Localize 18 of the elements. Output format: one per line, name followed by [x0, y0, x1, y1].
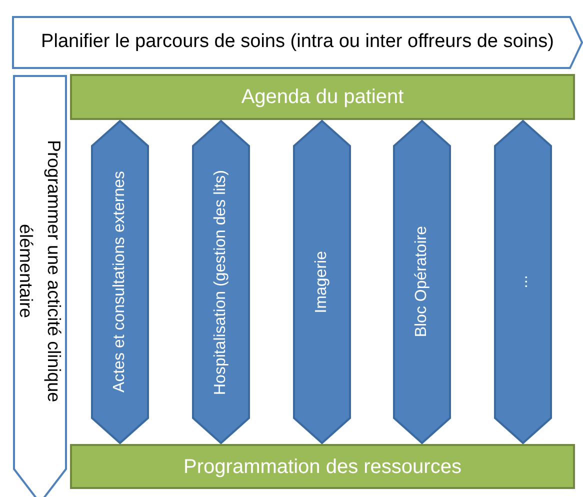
hexagon-column: [293, 120, 351, 444]
pentagon-banner: [12, 16, 583, 69]
bar-label: Programmation des ressources: [184, 454, 462, 480]
column-label: ...: [513, 275, 532, 289]
column-label: Imagerie: [312, 250, 331, 314]
banner-bar: [70, 444, 575, 489]
banner-bar: [70, 74, 575, 120]
column-label: Actes et consultations externes: [110, 171, 129, 393]
hexagon-column: [192, 120, 250, 444]
pentagon-banner: [13, 75, 67, 497]
hexagon-column: [91, 120, 149, 444]
banner-label: Programmer une acticité clinique élémentaire: [15, 138, 65, 404]
bar-label: Agenda du patient: [241, 85, 404, 110]
banner-label: Planifier le parcours de soins (intra ou inter offreurs de soins): [41, 30, 554, 54]
hexagon-column: [393, 120, 451, 444]
hexagon-column: [494, 120, 552, 444]
column-label: Bloc Opératoire: [412, 226, 431, 338]
column-label: Hospitalisation (gestion des lits): [211, 170, 230, 394]
